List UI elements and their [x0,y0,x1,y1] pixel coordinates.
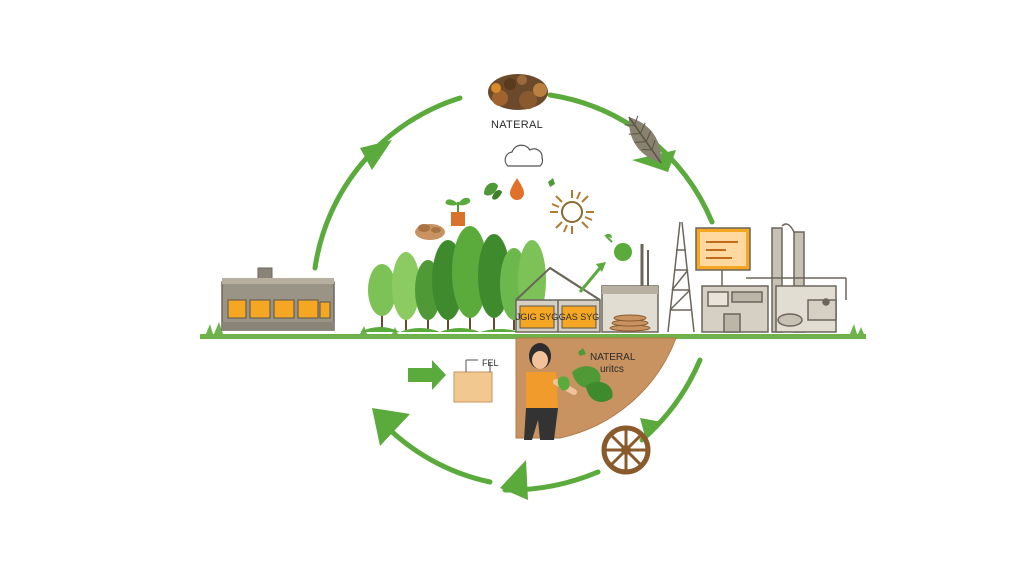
industrial-plant [667,221,847,333]
arrowheads [360,140,676,500]
wheel-icon [601,425,651,475]
label-top: NATERAL [491,119,543,131]
held-leaves-icon [557,348,613,402]
leaf-tiny-icon [548,178,555,187]
panel-a-label: JGIG SYG [516,312,559,322]
lattice-tower [667,221,695,333]
factory-building-left [221,267,335,331]
arrowhead-bottom [500,460,528,500]
forest [360,226,546,332]
arrow-right-small [408,360,446,390]
tree [368,264,396,330]
arrowhead-top-right [632,150,676,172]
person-icon [524,343,577,440]
tag-label: FEL [482,358,499,368]
cycle-arc-bottom-left [377,417,493,485]
pile-icon [488,74,548,110]
arrowhead-bottom-left [372,408,410,446]
cycle-arrows [312,92,715,493]
sprout-icon [445,197,471,226]
processing-structure: JGIG SYG GAS SYG [515,244,659,333]
grass-tufts [206,322,864,334]
arrowhead-bottom-right [640,418,662,440]
cloud-icon [504,144,544,167]
sun-icon [550,190,594,234]
tree [452,226,488,330]
leaf-icon [624,115,662,164]
arrowhead-top-left [360,140,392,170]
wood-stack [609,314,651,332]
label-middle-line1: NATERAL [590,352,636,363]
label-middle-line2: uritcs [600,364,624,375]
panel-b-label: GAS SYG [559,312,600,322]
small-plant-icon [604,233,632,261]
wood-pile-icon [415,224,445,240]
tree [392,252,420,330]
leaf-small-icon [484,182,502,200]
ground-line [200,334,866,339]
droplet-icon [510,178,524,200]
box-icon [453,359,493,403]
cycle-arc-top-left [312,95,463,271]
